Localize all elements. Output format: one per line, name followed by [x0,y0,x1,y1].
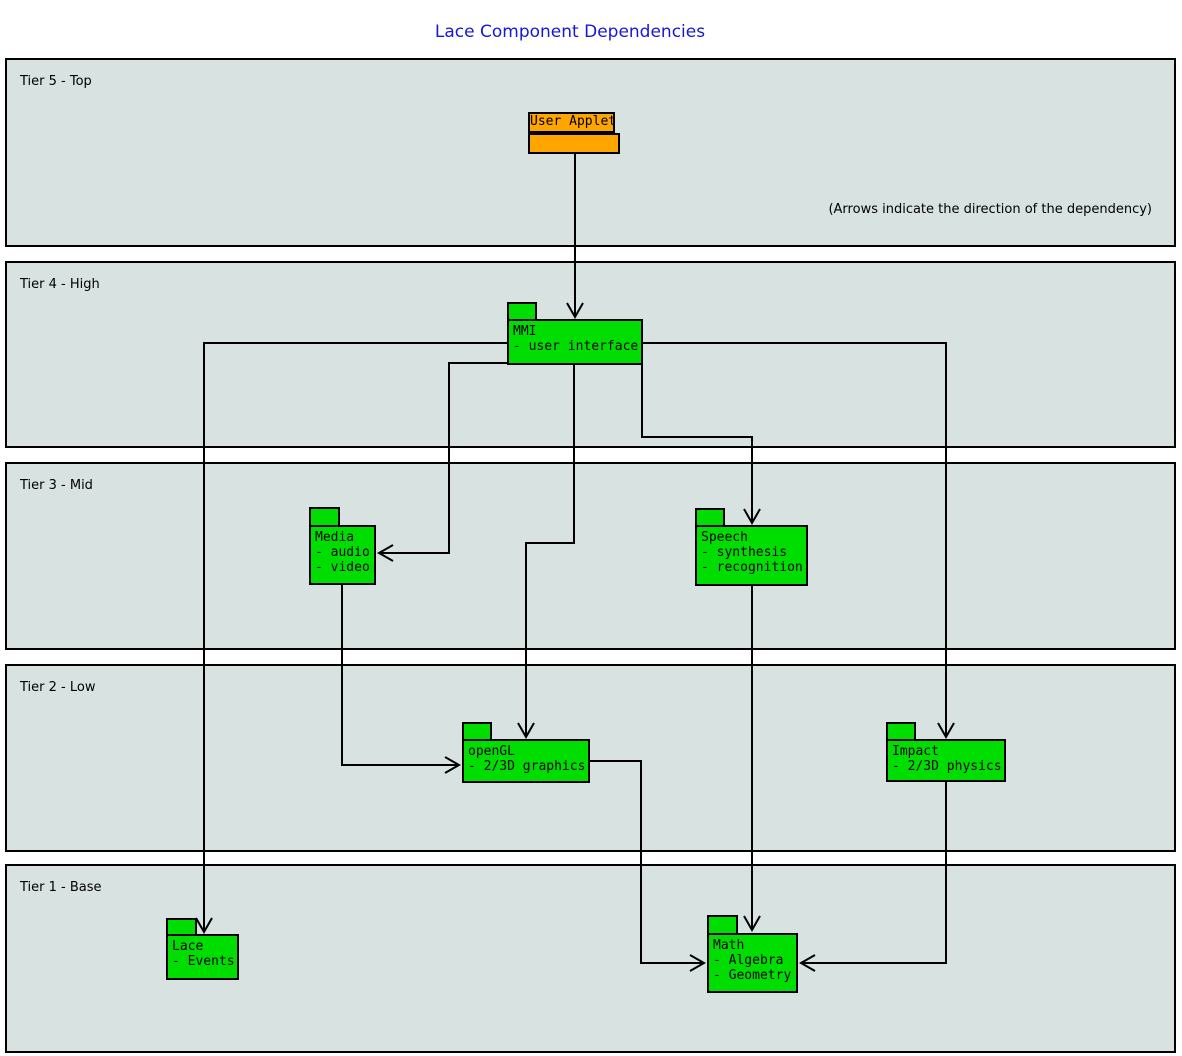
tier-3-band: Tier 3 - Mid [5,462,1176,650]
edge-mmi-to-impact [643,342,955,740]
user-applet-body [528,133,620,154]
component-item: - 2/3D physics [892,759,1002,774]
user-applet-label: User Applet [530,114,615,129]
component-item: - recognition [701,560,803,575]
arrow-direction-note: (Arrows indicate the direction of the de… [828,202,1152,217]
component-item: - Events [172,954,235,969]
tier-2-label: Tier 2 - Low [20,680,96,695]
component-name: Math [713,938,745,953]
tier-2-band: Tier 2 - Low [5,664,1176,852]
edge-opengl-to-math [590,760,707,972]
component-item: - synthesis [701,545,788,560]
component-math: Math - Algebra - Geometry [707,933,798,993]
component-media: Media - audio - video [309,525,376,585]
component-user-applet: User Applet [528,112,615,133]
tier-4-label: Tier 4 - High [20,277,100,292]
component-name: Speech [701,530,748,545]
component-item: - Algebra [713,953,784,968]
component-opengl: openGL - 2/3D graphics [462,739,590,783]
tier-5-label: Tier 5 - Top [20,74,92,89]
edge-media-to-opengl [341,585,462,774]
tier-1-label: Tier 1 - Base [20,880,102,895]
page-title: Lace Component Dependencies [434,22,706,42]
tier-3-label: Tier 3 - Mid [20,478,93,493]
edge-mmi-to-lace [195,342,507,935]
component-speech: Speech - synthesis - recognition [695,525,808,586]
component-item: - 2/3D graphics [468,759,586,774]
component-item: - video [315,560,370,575]
edge-impact-to-math [798,782,947,972]
edge-mmi-to-opengl [517,365,575,740]
component-impact: Impact - 2/3D physics [886,739,1006,782]
component-item: - user interface [513,339,639,354]
component-name: openGL [468,744,515,759]
edge-mmi-to-media [376,362,507,562]
math-folder-tab [707,915,738,935]
component-name: Lace [172,939,204,954]
component-mmi: MMI - user interface [507,319,643,365]
edge-mmi-to-speech [641,365,761,526]
component-name: Media [315,530,355,545]
media-folder-tab [309,507,340,527]
component-item: - Geometry [713,968,792,983]
component-item: - audio [315,545,370,560]
component-name: Impact [892,744,939,759]
component-lace: Lace - Events [166,934,239,980]
component-name: MMI [513,324,537,339]
